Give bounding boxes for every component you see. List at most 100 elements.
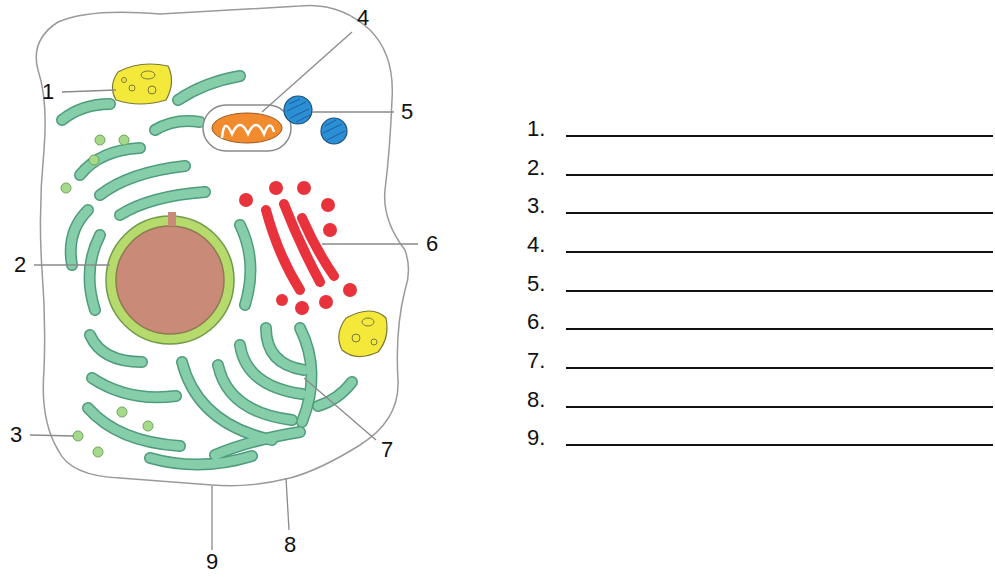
centrosome bbox=[284, 96, 347, 144]
vesicle bbox=[93, 447, 103, 457]
answer-number: 4. bbox=[527, 234, 545, 256]
callout-number: 4 bbox=[357, 7, 369, 29]
er-strip bbox=[88, 408, 180, 446]
leader-line bbox=[312, 111, 394, 112]
er-strip bbox=[80, 148, 140, 175]
answer-line bbox=[566, 135, 993, 137]
er-strip bbox=[215, 432, 300, 455]
callout-number: 9 bbox=[206, 551, 218, 573]
golgi-vesicle bbox=[319, 295, 333, 309]
vacuole bbox=[339, 311, 387, 357]
answer-line bbox=[566, 328, 993, 330]
leader-line bbox=[262, 32, 352, 112]
golgi-vesicle bbox=[295, 301, 309, 315]
er-strip bbox=[62, 104, 110, 120]
er-strip bbox=[71, 210, 88, 265]
vesicle bbox=[61, 183, 71, 193]
answer-line bbox=[566, 406, 993, 408]
answer-line bbox=[566, 251, 993, 253]
vacuoles bbox=[112, 64, 387, 357]
er-strip bbox=[92, 378, 176, 397]
answer-number: 7. bbox=[527, 350, 545, 372]
leader-line bbox=[62, 90, 116, 92]
er-strip bbox=[92, 378, 176, 397]
vesicle bbox=[95, 135, 105, 145]
vesicle bbox=[117, 407, 127, 417]
nuclear-pore bbox=[168, 212, 176, 226]
er-strip bbox=[90, 235, 100, 310]
answer-number: 9. bbox=[527, 427, 545, 449]
er-outline bbox=[62, 76, 352, 465]
leader-line bbox=[322, 243, 418, 244]
vacuole-detail bbox=[371, 339, 377, 345]
cell-membrane bbox=[36, 6, 408, 486]
er-strip bbox=[88, 408, 180, 446]
er-strip bbox=[178, 76, 240, 100]
er-strip bbox=[150, 456, 252, 465]
mitochondrion-cristae bbox=[222, 125, 274, 138]
vesicle bbox=[89, 155, 99, 165]
golgi-vesicle bbox=[269, 181, 283, 195]
callout-number: 6 bbox=[426, 233, 438, 255]
vacuole bbox=[112, 64, 171, 104]
er-strip bbox=[150, 456, 252, 465]
golgi-vesicle bbox=[297, 181, 311, 195]
er-fill bbox=[62, 76, 352, 465]
er-strip bbox=[240, 225, 250, 305]
callout-number: 7 bbox=[381, 439, 393, 461]
vesicle bbox=[119, 135, 129, 145]
answer-number: 3. bbox=[527, 195, 545, 217]
vacuole-detail bbox=[122, 78, 127, 83]
answer-number: 6. bbox=[527, 311, 545, 333]
leader-line bbox=[304, 378, 376, 440]
leader-line bbox=[30, 435, 74, 436]
er-strip bbox=[300, 328, 312, 422]
leader-line bbox=[211, 486, 212, 550]
answer-number: 8. bbox=[527, 389, 545, 411]
callout-number: 2 bbox=[14, 254, 26, 276]
mitochondrion-inner bbox=[212, 113, 282, 143]
golgi-vesicle bbox=[343, 283, 357, 297]
vacuole-detail bbox=[148, 86, 156, 94]
er-strip bbox=[80, 148, 140, 175]
er-strip bbox=[300, 328, 312, 422]
golgi-vesicle bbox=[321, 198, 335, 212]
golgi-vesicle bbox=[239, 193, 253, 207]
callout-number: 8 bbox=[284, 534, 296, 556]
answer-line bbox=[566, 444, 993, 446]
golgi-vesicle bbox=[323, 223, 337, 237]
er-strip bbox=[71, 210, 88, 265]
golgi-apparatus bbox=[239, 181, 357, 315]
vacuole-detail bbox=[129, 85, 135, 91]
er-strip bbox=[100, 166, 185, 195]
er-strip bbox=[178, 76, 240, 100]
answer-line bbox=[566, 212, 993, 214]
vesicle bbox=[73, 431, 83, 441]
er-strip bbox=[240, 225, 250, 305]
leader-line bbox=[34, 264, 110, 265]
answer-line bbox=[566, 174, 993, 176]
golgi-cisternae bbox=[266, 204, 334, 290]
nucleoplasm bbox=[116, 226, 224, 334]
callout-number: 3 bbox=[10, 424, 22, 446]
leader-line bbox=[286, 478, 289, 530]
callout-number: 5 bbox=[401, 101, 413, 123]
er-strip bbox=[120, 192, 205, 215]
answer-number: 1. bbox=[527, 118, 545, 140]
er-strip bbox=[62, 104, 110, 120]
er-strip bbox=[90, 335, 142, 362]
er-strip bbox=[90, 235, 100, 310]
vacuole-detail bbox=[141, 71, 155, 79]
er-strip bbox=[120, 192, 205, 215]
hatching bbox=[287, 99, 345, 140]
answer-number: 2. bbox=[527, 157, 545, 179]
nucleus bbox=[106, 212, 234, 344]
vacuole-detail bbox=[362, 318, 374, 326]
er-strip bbox=[155, 121, 200, 130]
golgi-vesicles bbox=[239, 181, 357, 315]
answer-line bbox=[566, 290, 993, 292]
endoplasmic-reticulum bbox=[62, 76, 352, 465]
vacuole-detail bbox=[352, 334, 360, 342]
